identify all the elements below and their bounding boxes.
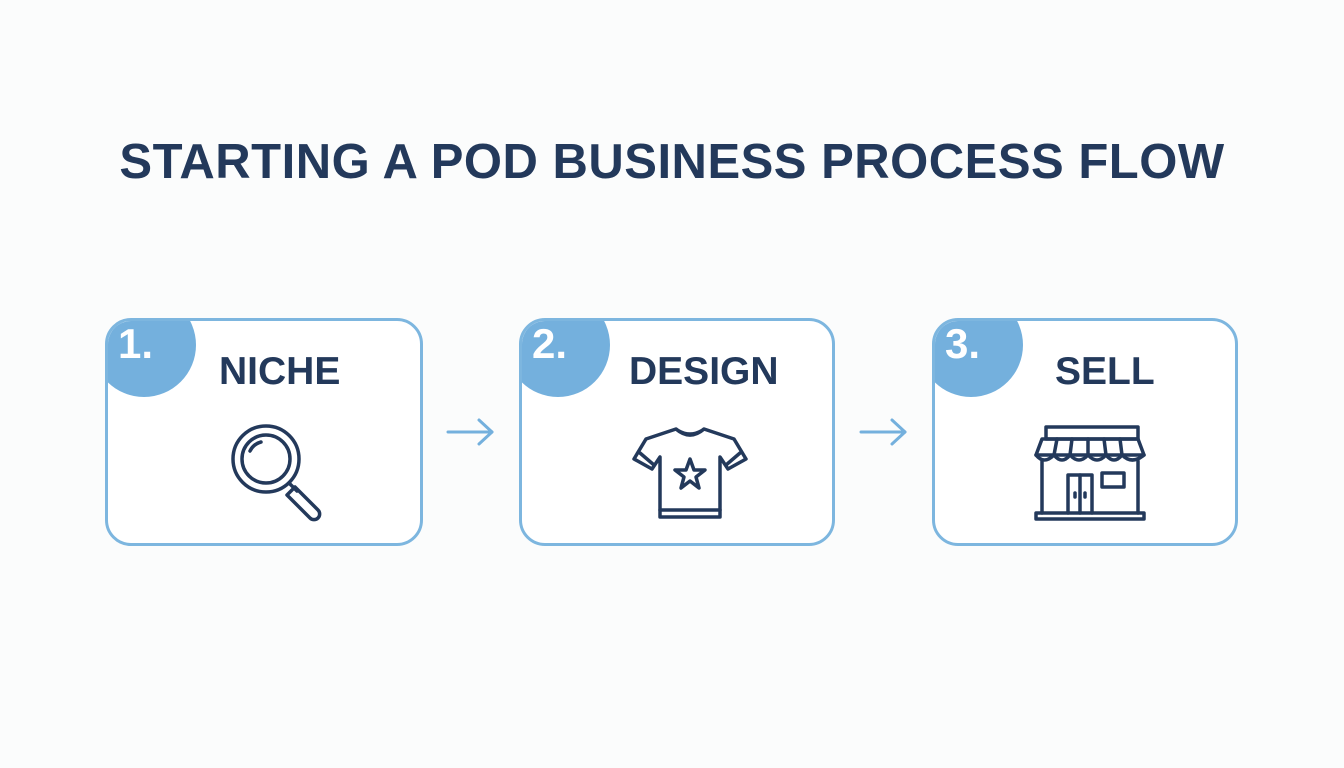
arrow-right-icon [446,416,496,453]
arrow-right-icon [859,416,909,453]
t-shirt-star-icon [632,421,748,526]
step-card-niche: 1. NICHE [105,318,423,546]
step-number-badge: 2. [522,320,610,397]
step-card-design: 2. DESIGN [519,318,835,546]
step-label: SELL [1055,350,1155,393]
storefront-icon [1034,421,1146,526]
step-card-sell: 3. SELL [932,318,1238,546]
step-number: 3. [945,320,981,367]
step-label: NICHE [219,350,341,393]
page-title: STARTING A POD BUSINESS PROCESS FLOW [119,135,1225,189]
step-number-badge: 3. [935,320,1023,397]
step-number-badge: 1. [108,320,196,397]
magnifying-glass-icon [225,421,329,530]
step-label: DESIGN [629,350,779,393]
step-number: 2. [532,320,568,367]
step-number: 1. [118,320,154,367]
